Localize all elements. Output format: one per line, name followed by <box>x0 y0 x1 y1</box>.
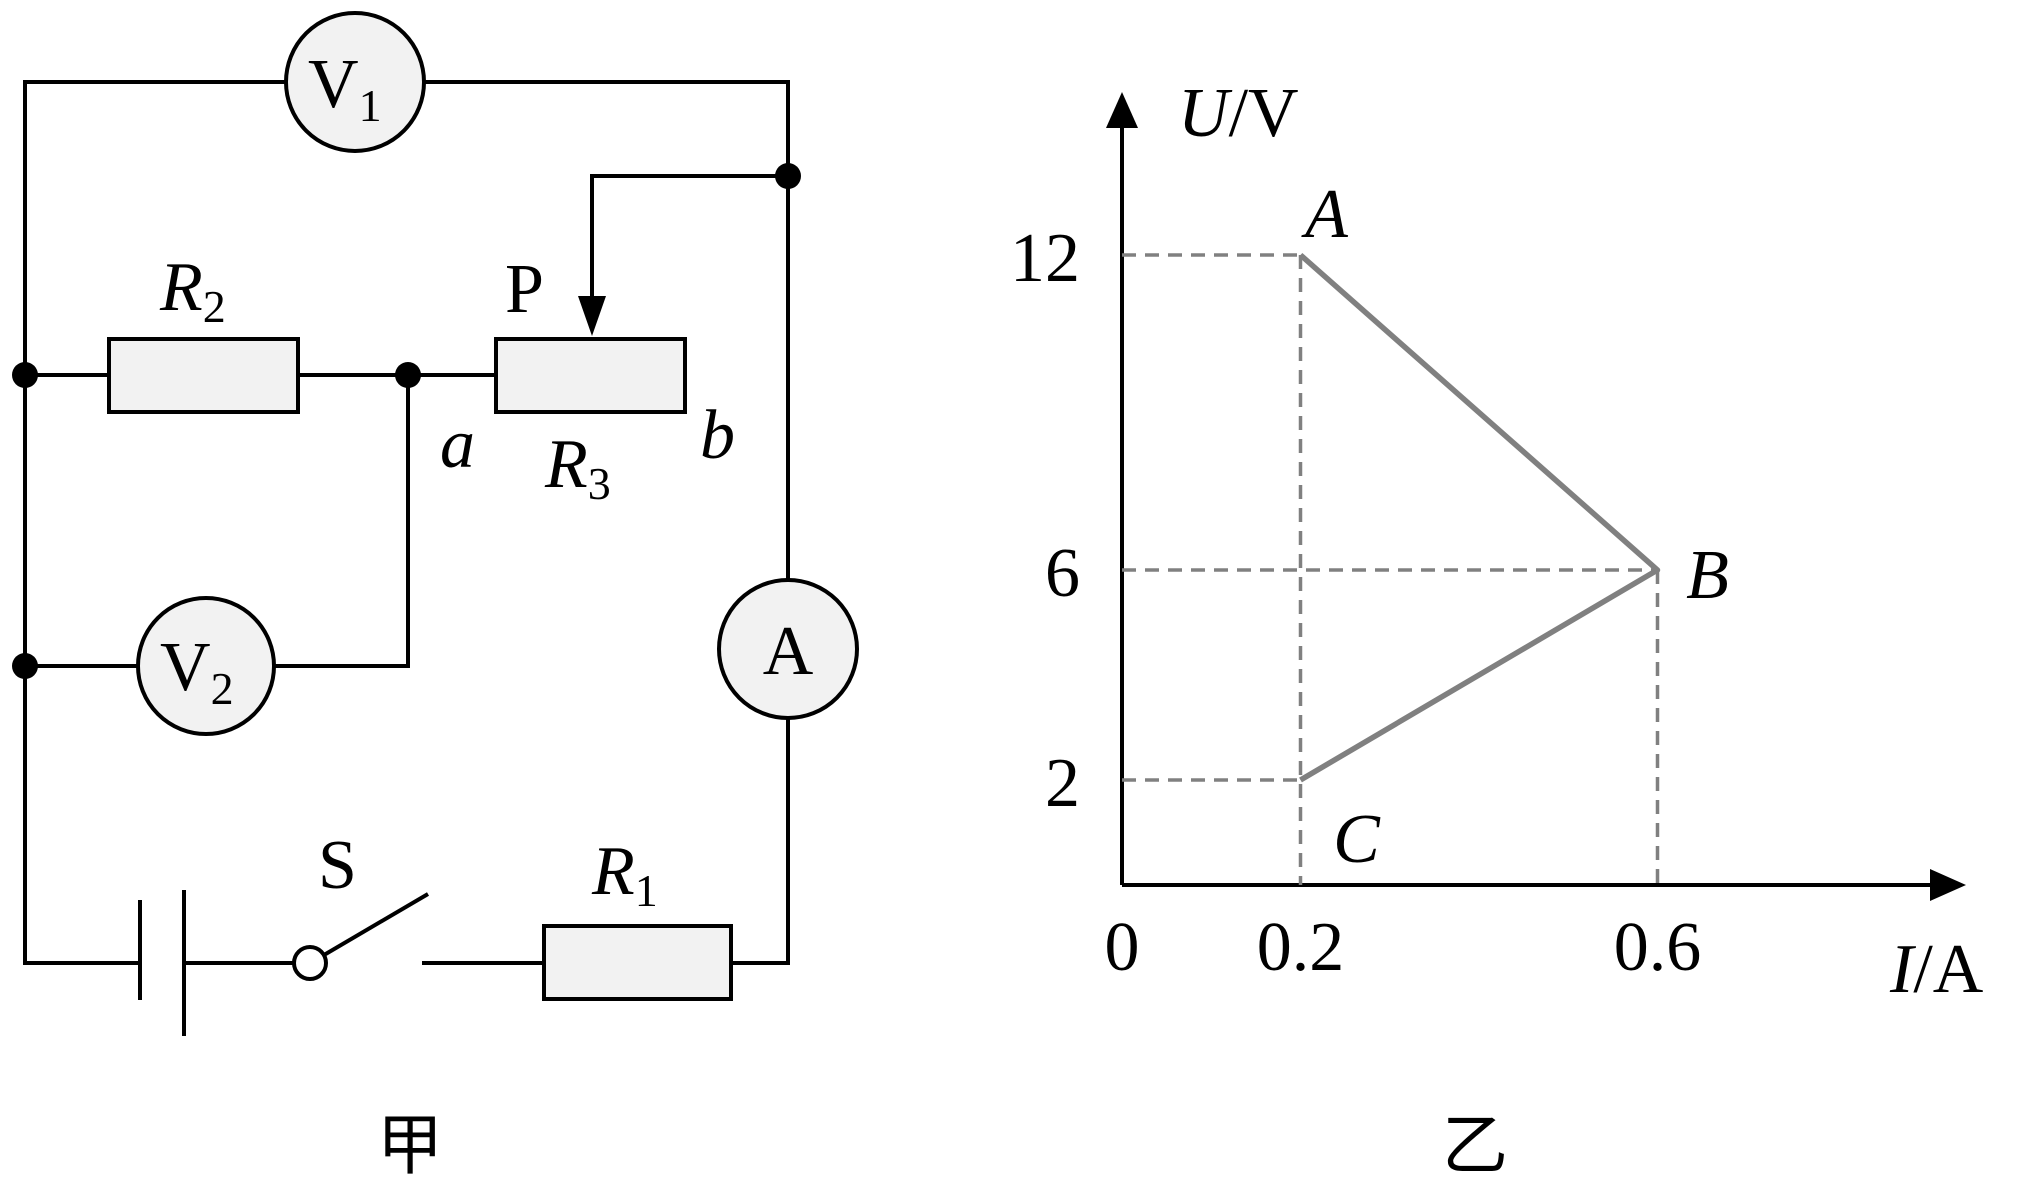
slider-label: P <box>505 251 544 328</box>
x-axis-arrow <box>1930 869 1966 901</box>
r3-label: R3 <box>544 426 611 509</box>
switch-label: S <box>318 827 357 904</box>
voltmeter-v1 <box>284 11 426 153</box>
y-axis-arrow <box>1106 92 1138 128</box>
ammeter-label: A <box>763 613 814 690</box>
y-tick-labels: 12 6 2 <box>1010 220 1080 822</box>
v2-label: V2 <box>160 629 234 714</box>
slider-arrowhead <box>578 296 606 336</box>
wire-v2-row <box>25 375 410 668</box>
end-b-label: b <box>700 397 735 474</box>
point-label: C <box>1333 801 1381 878</box>
graph-caption: 乙 <box>1442 1107 1508 1184</box>
wire-top-right <box>424 80 790 579</box>
u-i-graph: U/V I/A 0 0.2 0.6 12 6 2 A B C 乙 <box>1010 75 1984 1184</box>
junction-dot <box>775 163 801 189</box>
junction-dot <box>12 653 38 679</box>
r1-label: R1 <box>591 833 658 916</box>
y-tick-label: 12 <box>1010 220 1080 297</box>
point-label: A <box>1301 176 1348 253</box>
resistor-r2 <box>107 337 300 414</box>
point-label: B <box>1686 537 1729 614</box>
x-tick-labels: 0.2 0.6 <box>1257 909 1702 986</box>
x-tick-label: 0.2 <box>1257 909 1345 986</box>
junction-dot <box>12 362 38 388</box>
y-tick-label: 6 <box>1045 535 1080 612</box>
wire-top-left <box>23 80 286 965</box>
x-axis-label: I/A <box>1889 931 1984 1008</box>
rheostat-r3 <box>494 337 687 414</box>
x-tick-label: 0.6 <box>1614 909 1702 986</box>
resistor-r1 <box>542 924 733 1001</box>
circuit-caption: 甲 <box>377 1107 443 1184</box>
circuit-diagram: S V1 V2 A R2 R3 R1 P a b 甲 <box>12 11 859 1184</box>
y-axis-label: U/V <box>1178 75 1299 152</box>
junction-dot <box>395 362 421 388</box>
guide-lines <box>1122 253 1660 885</box>
u-i-curve <box>1298 252 1661 783</box>
end-a-label: a <box>440 406 475 483</box>
battery <box>138 890 186 1036</box>
v1-label: V1 <box>308 46 382 131</box>
voltmeter-v2 <box>136 596 276 736</box>
origin-label: 0 <box>1105 909 1140 986</box>
wire-bottom-right <box>731 718 790 965</box>
switch-s <box>292 892 430 981</box>
wire-slider <box>590 174 788 320</box>
y-tick-label: 2 <box>1045 745 1080 822</box>
point-labels: A B C <box>1301 176 1729 878</box>
ammeter <box>717 578 859 720</box>
r2-label: R2 <box>159 249 226 332</box>
